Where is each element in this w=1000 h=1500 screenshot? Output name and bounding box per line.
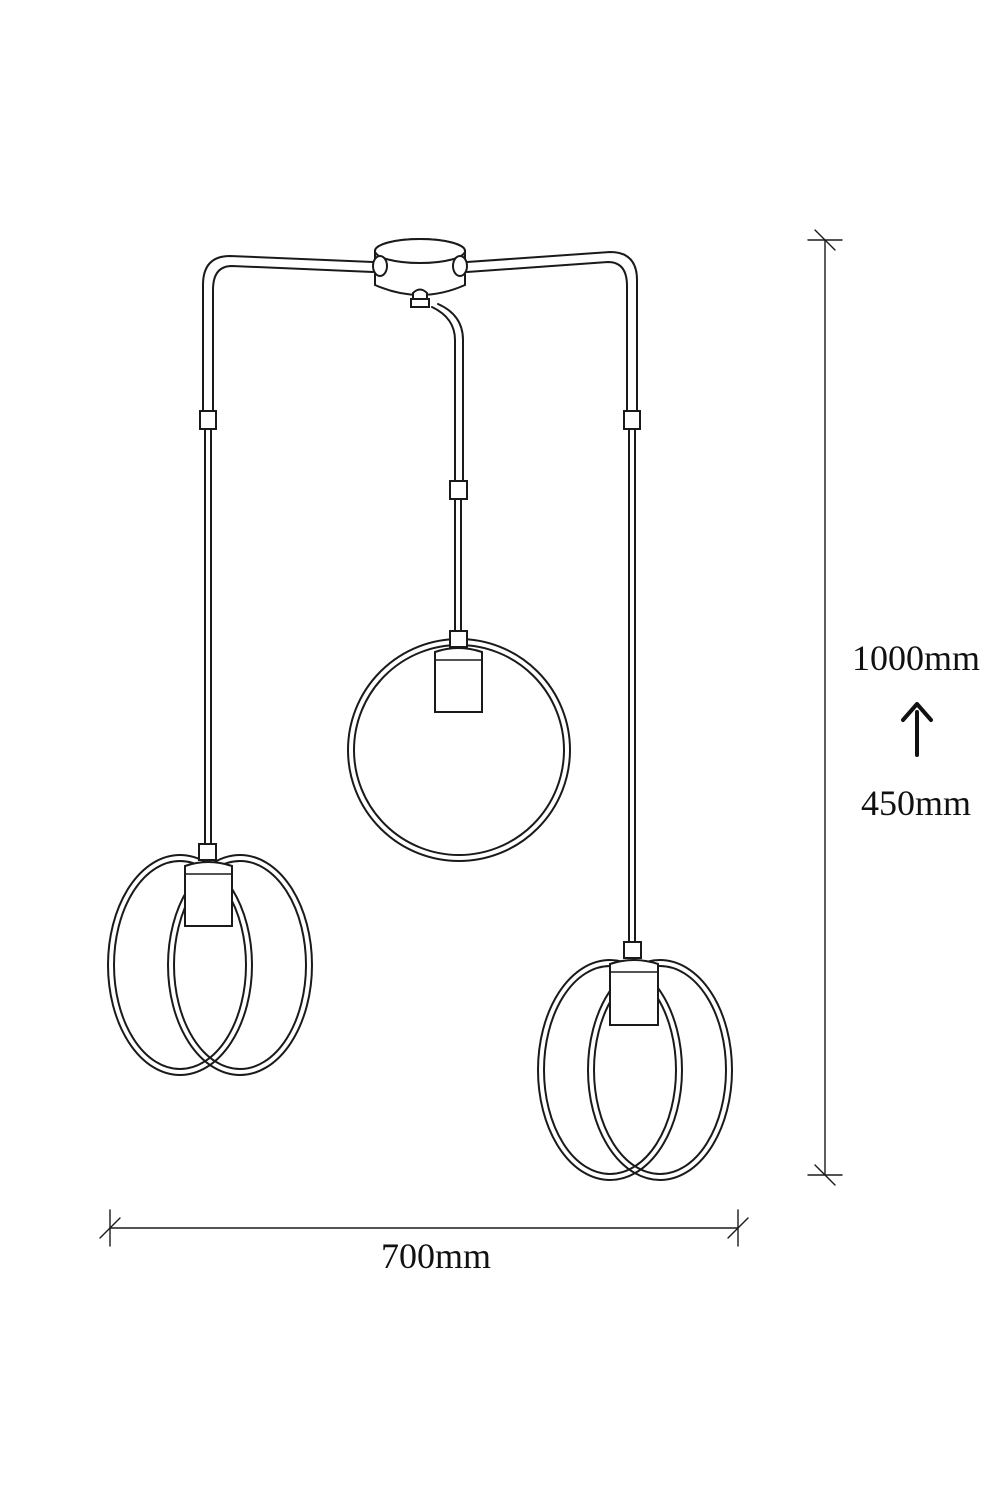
width-label: 700mm <box>381 1236 491 1276</box>
height-min-label: 450mm <box>861 783 971 823</box>
arrow-up-icon <box>901 702 933 757</box>
height-dimension <box>807 229 843 1186</box>
middle-arm <box>431 303 468 633</box>
left-arm <box>199 255 374 846</box>
right-arm <box>466 251 641 944</box>
left-pendant <box>107 843 313 1076</box>
height-max-label: 1000mm <box>852 638 980 678</box>
ceiling-canopy <box>372 238 468 308</box>
right-pendant <box>537 941 733 1181</box>
middle-pendant <box>347 630 571 862</box>
width-dimension <box>99 1209 749 1247</box>
